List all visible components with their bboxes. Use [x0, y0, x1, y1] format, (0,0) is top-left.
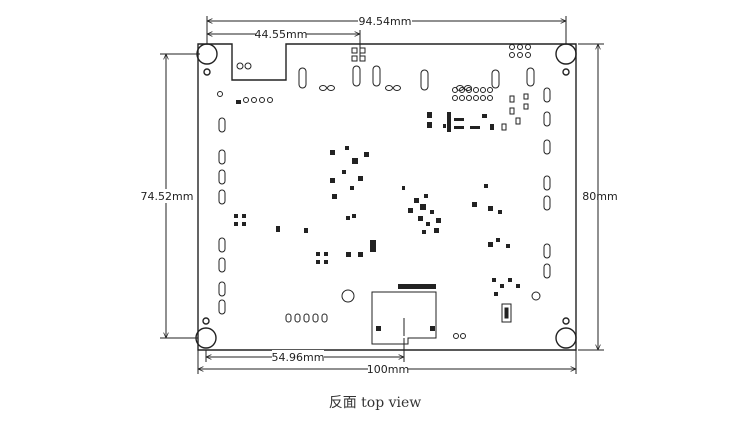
dim-label-top-width: 94.54mm — [359, 15, 412, 28]
dim-label-connector: 44.55mm — [255, 28, 308, 41]
dim-label-bottom-partial: 54.96mm — [272, 351, 325, 364]
smd-parts — [234, 100, 520, 331]
drawing-caption: 反面 top view — [328, 395, 422, 411]
components — [217, 44, 551, 345]
mounting-hole-bottom-right — [555, 327, 577, 349]
dim-label-left-height: 74.52mm — [141, 190, 194, 203]
dim-label-bottom-total: 100mm — [367, 363, 409, 376]
dim-label-right-height: 80mm — [582, 190, 617, 203]
dimension-labels: 94.54mm 44.55mm 74.52mm 80mm 54.96mm 100… — [141, 14, 618, 376]
